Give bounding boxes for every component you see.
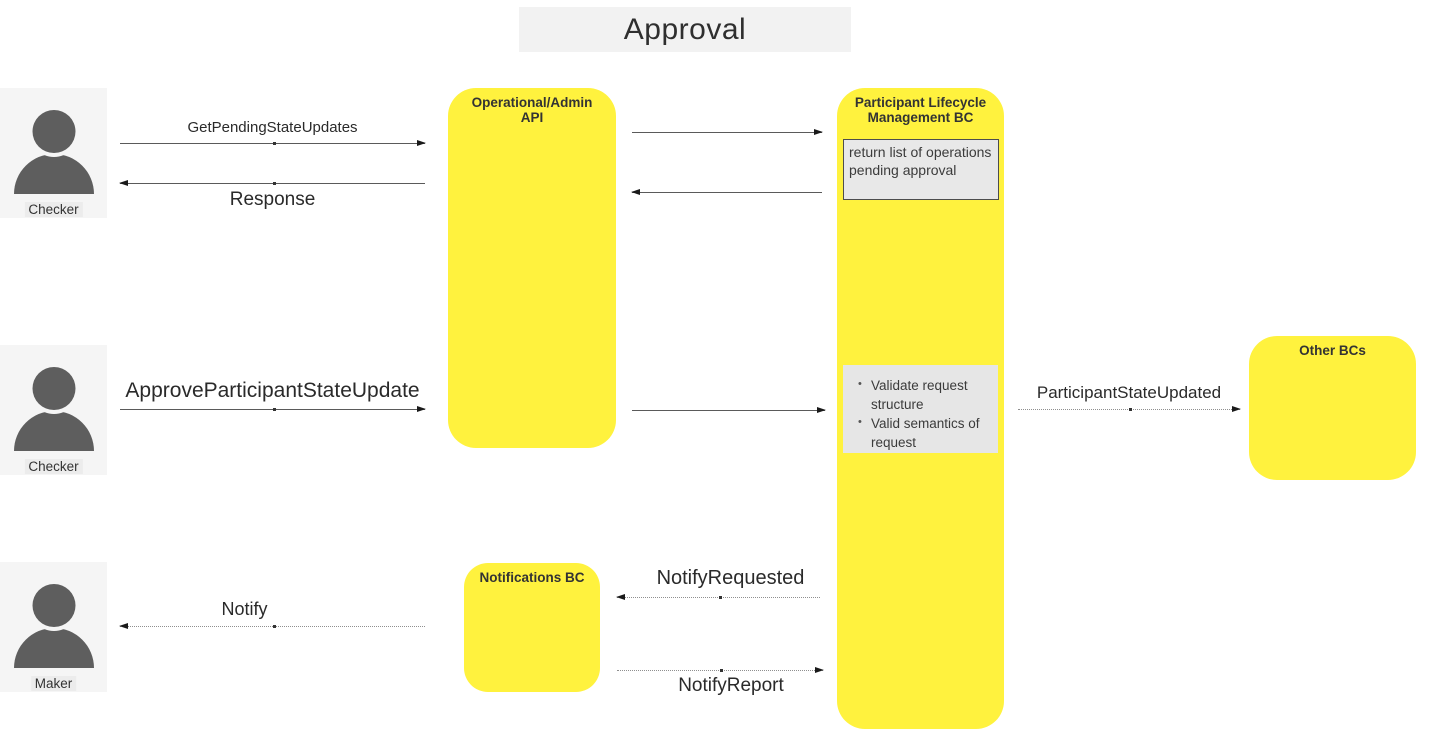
label-anchor-dot (718, 596, 722, 599)
person-torso-icon (13, 154, 94, 194)
actor-label: Checker (24, 202, 83, 217)
diagram-title-box: Approval (519, 7, 851, 52)
actor-label: Maker (30, 676, 77, 691)
actor-checker-middle: Checker (0, 345, 107, 475)
arrowhead-left-icon (631, 188, 640, 195)
actor-maker: Maker (0, 562, 107, 692)
arrowhead-right-icon (1232, 405, 1241, 412)
arrow-line (632, 410, 825, 411)
actor-label: Checker (24, 459, 83, 474)
arrow-line (632, 132, 822, 133)
component-other-bcs: Other BCs (1249, 336, 1416, 480)
component-title: Participant Lifecycle Management BC (854, 95, 987, 125)
note-validate-list: Validate request structure Valid semanti… (847, 377, 992, 453)
arrow-line (632, 192, 822, 193)
arrowhead-right-icon (814, 128, 823, 135)
person-torso-icon (13, 628, 94, 668)
person-head-icon (32, 367, 75, 410)
label-anchor-dot (272, 625, 276, 628)
diagram-title: Approval (623, 12, 747, 46)
arrowhead-right-icon (817, 406, 826, 413)
note-return-list: return list of operations pending approv… (843, 139, 999, 200)
component-title: Notifications BC (479, 570, 585, 585)
arrowhead-right-icon (815, 666, 824, 673)
note-validate-item: Validate request structure (858, 377, 992, 415)
message-label: Response (226, 189, 319, 211)
component-operational-admin-api: Operational/Admin API (448, 88, 616, 448)
person-icon (13, 584, 94, 668)
arrowhead-left-icon (119, 622, 128, 629)
message-label: NotifyReport (675, 675, 787, 697)
note-validate-item: Valid semantics of request (858, 415, 992, 453)
component-title: Operational/Admin API (471, 95, 593, 125)
label-anchor-dot (1129, 408, 1132, 411)
arrowhead-right-icon (417, 139, 426, 146)
message-label: NotifyRequested (653, 567, 808, 590)
arrowhead-left-icon (616, 593, 625, 600)
message-label: ParticipantStateUpdated (1033, 383, 1225, 403)
message-label: ApproveParticipantStateUpdate (122, 379, 423, 403)
label-anchor-dot (272, 182, 276, 185)
label-anchor-dot (720, 669, 723, 672)
component-notifications-bc: Notifications BC (464, 563, 600, 692)
label-anchor-dot (272, 408, 276, 411)
arrowhead-left-icon (119, 179, 128, 186)
message-label: Notify (218, 599, 271, 620)
person-head-icon (32, 110, 75, 153)
component-title: Other BCs (1299, 343, 1366, 358)
label-anchor-dot (272, 142, 276, 145)
person-icon (13, 367, 94, 451)
arrowhead-right-icon (417, 405, 426, 412)
message-label: GetPendingStateUpdates (184, 119, 361, 136)
note-validate: Validate request structure Valid semanti… (843, 365, 998, 453)
person-icon (13, 110, 94, 194)
actor-checker-top: Checker (0, 88, 107, 218)
person-torso-icon (13, 411, 94, 451)
person-head-icon (32, 584, 75, 627)
